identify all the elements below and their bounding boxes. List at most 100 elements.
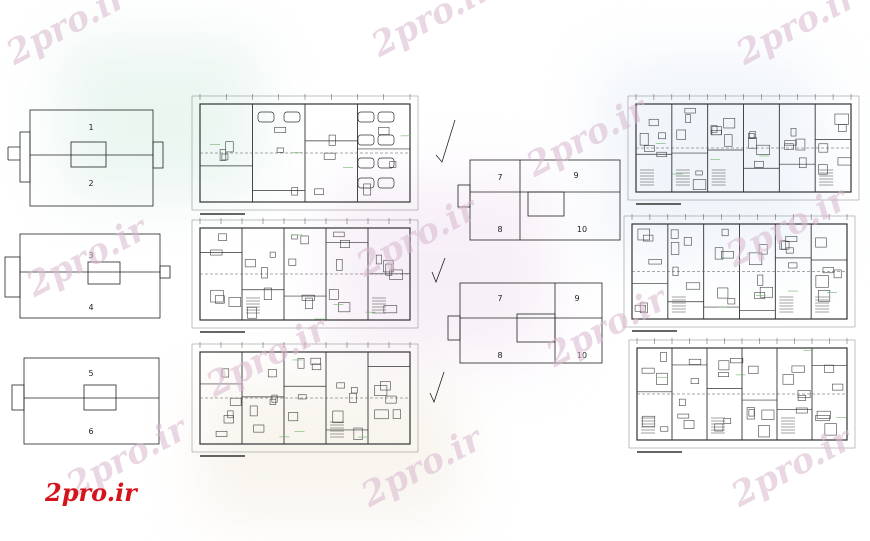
plan-fixture bbox=[785, 247, 794, 254]
plan-fixture bbox=[670, 242, 680, 255]
plan-fixture bbox=[683, 237, 692, 246]
plan-fixture bbox=[749, 252, 763, 266]
plan-fixture bbox=[834, 113, 849, 125]
plan-fixture bbox=[648, 259, 662, 265]
plan-fixture bbox=[660, 426, 669, 432]
plan-fixture bbox=[336, 382, 345, 389]
plan-fixture bbox=[837, 157, 852, 166]
plan-fixture bbox=[692, 179, 707, 190]
plan-fixture bbox=[818, 290, 831, 302]
plan-fixture bbox=[336, 259, 343, 271]
plan-fixture bbox=[215, 430, 228, 437]
key-plan-3-4: 3 4 bbox=[4, 233, 171, 319]
plan-fixture bbox=[831, 383, 844, 391]
plan-fixture bbox=[383, 260, 394, 273]
key-plan-label: 7 bbox=[497, 173, 502, 182]
plan-fixture bbox=[274, 126, 287, 133]
plan-fixture bbox=[781, 240, 790, 250]
plan-fixture bbox=[269, 251, 276, 258]
check-mark bbox=[429, 371, 445, 404]
plan-fixture bbox=[678, 398, 686, 406]
plan-fixture bbox=[676, 129, 686, 140]
plan-fixture bbox=[378, 127, 390, 135]
parked-car bbox=[257, 111, 275, 123]
plan-fixture bbox=[210, 289, 224, 303]
plan-fixture bbox=[724, 134, 733, 147]
plan-fixture bbox=[328, 289, 339, 300]
plan-fixture bbox=[643, 145, 655, 152]
plan-fixture bbox=[253, 424, 265, 433]
plan-fixture bbox=[795, 138, 806, 151]
plan-fixture bbox=[291, 234, 298, 240]
plan-fixture bbox=[339, 239, 350, 248]
background-tint bbox=[600, 60, 820, 260]
plan-fixture bbox=[718, 360, 730, 371]
plan-fixture bbox=[221, 153, 229, 161]
plan-fixture bbox=[788, 262, 798, 269]
key-plan-label: 6 bbox=[88, 427, 93, 436]
plan-fixture bbox=[690, 378, 699, 384]
plan-fixture bbox=[375, 254, 382, 265]
plan-fixture bbox=[799, 157, 807, 169]
plan-fixture bbox=[648, 118, 659, 127]
parked-car bbox=[377, 134, 395, 146]
key-plan-label: 4 bbox=[88, 303, 93, 312]
plan-fixture bbox=[363, 183, 372, 196]
plan-fixture bbox=[660, 352, 667, 362]
plan-fixture bbox=[718, 372, 729, 377]
plan-fixture bbox=[300, 235, 309, 245]
key-plan-label: 3 bbox=[88, 251, 93, 260]
plan-fixture bbox=[333, 231, 345, 238]
plan-fixture bbox=[688, 358, 702, 365]
parked-car bbox=[283, 111, 301, 123]
parked-car bbox=[377, 177, 395, 189]
plan-fixture bbox=[815, 237, 827, 248]
plan-fixture bbox=[717, 287, 729, 299]
key-plan-label: 7 bbox=[497, 294, 502, 303]
key-plan-label: 10 bbox=[577, 351, 587, 360]
plan-fixture bbox=[711, 126, 722, 136]
parked-car bbox=[357, 134, 375, 146]
plan-fixture bbox=[759, 286, 774, 298]
key-plan-label: 8 bbox=[497, 351, 502, 360]
plan-fixture bbox=[221, 368, 230, 378]
plan-fixture bbox=[261, 267, 268, 279]
plan-fixture bbox=[714, 247, 724, 260]
key-plan-label: 10 bbox=[577, 225, 587, 234]
plan-fixture bbox=[721, 228, 729, 237]
key-plan-7-10-upper: 7 9 8 10 bbox=[457, 159, 621, 241]
plan-fixture bbox=[643, 234, 654, 242]
key-plan-label: 1 bbox=[88, 123, 93, 132]
background-tint bbox=[60, 40, 260, 200]
parked-car bbox=[357, 157, 375, 169]
plan-fixture bbox=[269, 398, 277, 405]
plan-fixture bbox=[730, 358, 744, 364]
plan-fixture bbox=[838, 124, 847, 132]
plan-fixture bbox=[374, 385, 388, 396]
plan-fixture bbox=[710, 125, 718, 133]
check-mark bbox=[435, 119, 456, 163]
background-tint bbox=[200, 380, 460, 520]
plan-fixture bbox=[782, 374, 795, 385]
plan-fixture bbox=[223, 415, 234, 424]
plan-fixture bbox=[784, 140, 797, 146]
plan-fixture bbox=[785, 235, 798, 242]
site-logo[interactable]: 2pro.ir bbox=[45, 478, 137, 507]
plan-fixture bbox=[219, 149, 227, 161]
plan-fixture bbox=[249, 405, 258, 417]
plan-fixture bbox=[748, 409, 755, 417]
plan-fixture bbox=[754, 160, 764, 168]
plan-fixture bbox=[218, 233, 227, 241]
plan-fixture bbox=[311, 363, 322, 371]
key-plan-label: 9 bbox=[573, 171, 578, 180]
key-plan-label: 9 bbox=[574, 294, 579, 303]
parked-car bbox=[357, 177, 375, 189]
plan-fixture bbox=[658, 132, 666, 140]
plan-fixture bbox=[225, 141, 234, 153]
plan-fixture bbox=[244, 259, 256, 268]
floor-plans bbox=[191, 94, 860, 457]
plan-fixture bbox=[797, 390, 811, 399]
plan-fixture bbox=[748, 137, 757, 149]
plan-fixture bbox=[816, 410, 831, 419]
